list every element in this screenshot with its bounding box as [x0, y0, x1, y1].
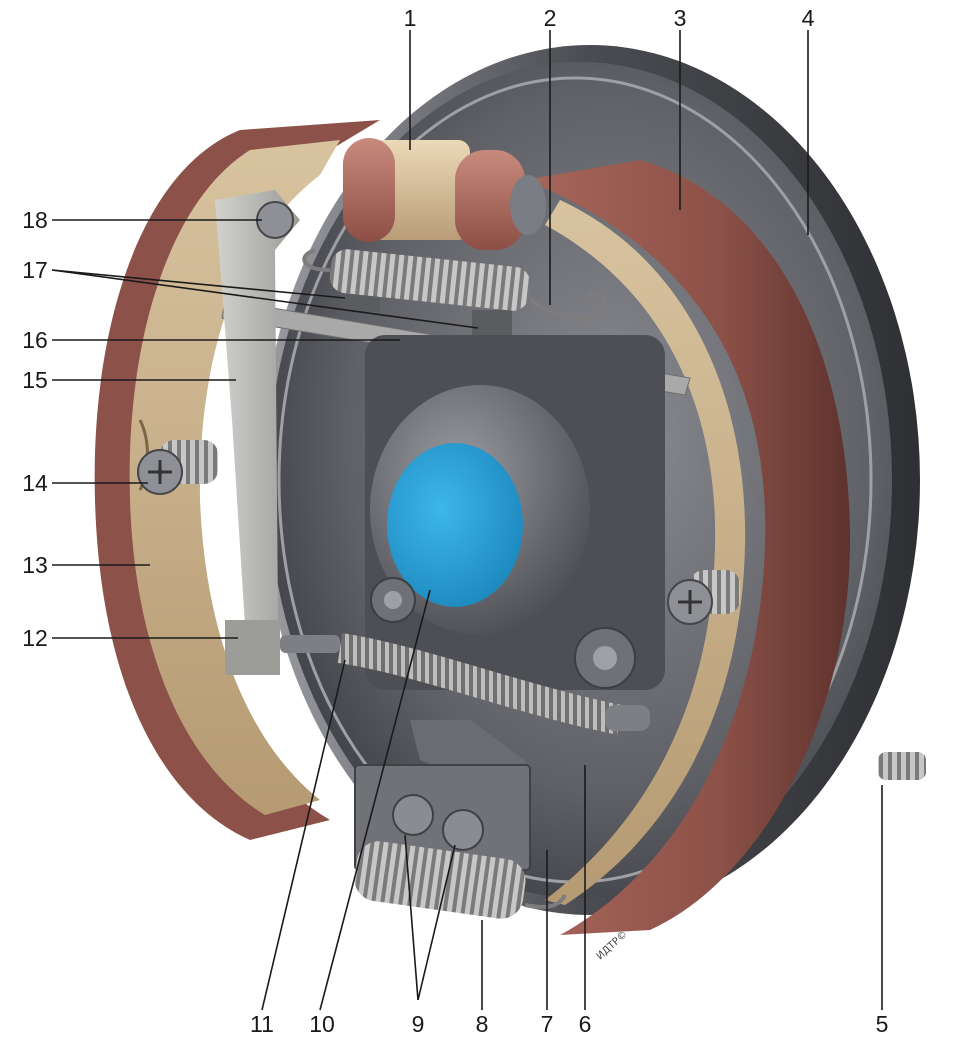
bottom-spring — [354, 841, 567, 919]
callout-11: 11 — [250, 1011, 274, 1037]
parking-brake-lever — [215, 190, 300, 675]
leader-lines — [51, 30, 883, 1011]
wheel-cylinder — [343, 138, 546, 250]
bottom-anchor-bracket — [354, 720, 531, 871]
callout-1: 1 — [404, 5, 417, 31]
hold-down-pin — [667, 570, 740, 625]
callout-16: 16 — [22, 327, 48, 353]
callout-5: 5 — [876, 1011, 889, 1037]
callout-6: 6 — [579, 1011, 592, 1037]
callout-3: 3 — [674, 5, 687, 31]
mounting-nut — [574, 627, 636, 689]
mounting-nut — [370, 577, 416, 623]
hub-assembly — [365, 335, 665, 690]
callout-12: 12 — [22, 625, 48, 651]
callout-2: 2 — [544, 5, 557, 31]
brake-line-pipe — [878, 752, 926, 780]
callout-13: 13 — [22, 552, 48, 578]
callout-17: 17 — [22, 257, 48, 283]
callout-9: 9 — [412, 1011, 425, 1037]
callout-8: 8 — [476, 1011, 489, 1037]
callout-18: 18 — [22, 207, 48, 233]
right-brake-shoe — [525, 160, 850, 935]
callout-7: 7 — [541, 1011, 554, 1037]
callout-10: 10 — [309, 1011, 335, 1037]
lower-spring — [280, 633, 650, 735]
callout-labels: 1 2 3 4 5 6 7 8 9 10 11 12 13 14 15 16 1… — [22, 5, 888, 1037]
callout-4: 4 — [802, 5, 815, 31]
callout-15: 15 — [22, 367, 48, 393]
hold-down-pin — [137, 440, 218, 495]
credit-watermark: ИДТР© — [595, 929, 630, 962]
upper-return-spring — [302, 248, 608, 322]
callout-14: 14 — [22, 470, 48, 496]
